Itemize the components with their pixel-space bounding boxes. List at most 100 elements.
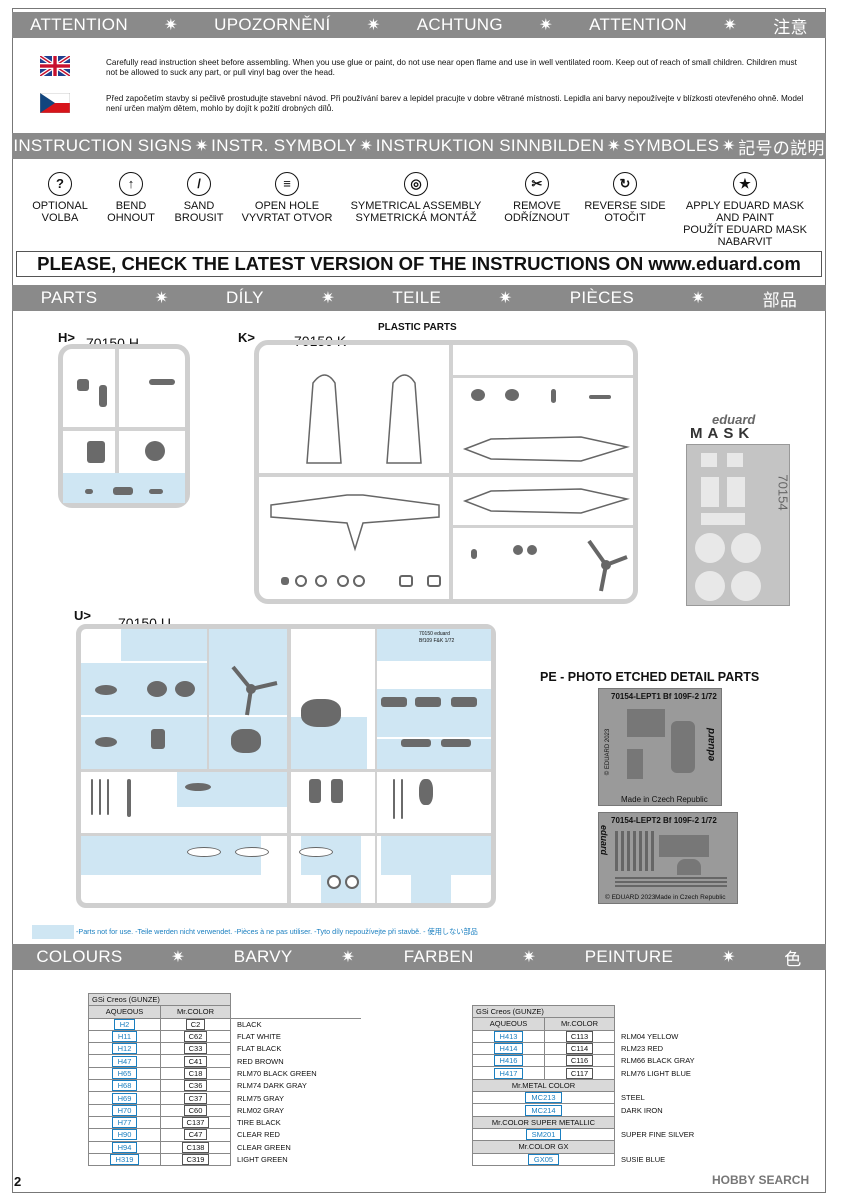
pe-sheet2-footer-right: Made in Czech Republic [655,894,726,901]
pe-sheet-1: 70154-LEPT1 Bf 109F-2 1/72 Made in Czech… [598,688,722,806]
colours-band: COLOURS✷ BARVY✷ FARBEN✷ PEINTURE✷ 色 [12,944,826,970]
sprue-k-label: K> [238,330,255,345]
aqueous-code: H417 [472,1066,545,1080]
star-icon: ✷ [498,290,513,307]
tail-fin-parts [306,374,422,464]
aqueous-code: H69 [88,1091,161,1105]
colour-name: RLM04 YELLOW [621,1031,679,1041]
star-icon: ✷ [366,17,381,34]
colour-name: STEEL [621,1093,645,1103]
colour-name: CLEAR GREEN [237,1142,291,1152]
star-icon: ✷ [723,17,737,34]
mask-title: MASK [690,425,755,442]
sprue-u-tag2: Bf109 F&K 1/72 [419,638,455,644]
sprue-h [58,344,190,508]
unused-parts-legend: -Parts not for use. -Teile werden nicht … [76,927,478,936]
signs-fr: SYMBOLES [623,136,720,155]
mrcolor-code: C41 [160,1054,231,1068]
star-icon: ✷ [321,290,335,307]
colours-en: COLOURS [36,947,123,966]
wing-part [270,494,440,552]
parts-cz: DÍLY [226,288,264,307]
pe-sheet1-code: 70154-LEPT1 Bf 109F-2 1/72 [611,692,717,701]
bend-icon: ↑ [119,172,143,196]
aqueous-code: H94 [88,1140,161,1154]
star-icon: ✷ [171,949,185,966]
colour-name: CLEAR RED [237,1130,280,1140]
colour-name: RLM66 BLACK GRAY [621,1056,695,1066]
cz-flag-icon [40,93,70,113]
mrcolor-code: C114 [544,1041,615,1056]
gunze-header: GSi Creos (GUNZE) [88,992,231,1007]
colour-code: GX05 [472,1152,615,1166]
colours-fr: PEINTURE [584,947,674,966]
aqueous-code: H70 [88,1103,161,1117]
star-icon: ✷ [154,290,169,307]
uk-flag-icon [40,56,70,76]
parts-fr: PIÈCES [569,288,634,307]
note-cz: Před započetím stavby si pečlivě prostud… [106,94,804,113]
star-icon: ✷ [164,17,178,34]
colour-name: BLACK [237,1019,262,1029]
page-border [12,8,826,1193]
mrcolor-code: C2 [160,1017,231,1031]
colour-name: LIGHT GREEN [237,1155,288,1164]
colour-code: MC214 [472,1103,615,1117]
signs-de: INSTRUKTION SINNBILDEN [375,136,605,155]
parts-band: PARTS✷ DÍLY✷ TEILE✷ PIÈCES✷ 部品 [12,285,826,311]
star-icon: ✷ [359,138,374,155]
sand-icon: / [187,172,211,196]
colour-code: MC213 [472,1091,615,1105]
star-icon: ✷ [691,290,706,307]
reverse-icon: ↻ [613,172,637,196]
sprue-h-label: H> [58,330,75,345]
star-icon: ✷ [539,17,553,34]
colour-row: GX05 SUSIE BLUE [472,1152,745,1166]
fuselage-right-part [462,488,630,514]
signs-cz: INSTR. SYMBOLY [211,136,357,155]
attention-de: ACHTUNG [416,15,503,34]
mask-code: 70154 [775,474,791,511]
star-icon: ✷ [721,138,736,155]
aqueous-code: H68 [88,1079,161,1093]
star-icon: ✷ [721,949,736,966]
colour-name: RLM70 BLACK GREEN [237,1068,317,1078]
sprue-u-tag: 70150 eduard [419,631,450,637]
pe-sheet1-brand: eduard [706,727,718,762]
remove-icon: ✂ [525,172,549,196]
mrcolor-code: C113 [544,1029,615,1043]
attention-fr: ATTENTION [589,15,687,34]
mrcolor-code: C62 [160,1029,231,1044]
colour-name: SUSIE BLUE [621,1154,666,1164]
plastic-parts-label: PLASTIC PARTS [378,322,457,333]
aqueous-code: H77 [88,1115,161,1130]
aqueous-code: H47 [88,1054,161,1068]
pe-title: PE - PHOTO ETCHED DETAIL PARTS [540,670,760,684]
pe-sheet2-brand: eduard [599,824,610,856]
watermark: HOBBY SEARCH [712,1173,810,1187]
mrcolor-code: C117 [544,1066,615,1080]
sprue-u-label: U> [74,608,91,623]
mrcolor-code: C319 [160,1152,231,1167]
star-icon: ✷ [341,949,355,966]
mrcolor-code: C37 [160,1091,231,1105]
colour-name: RLM74 DARK GRAY [237,1081,307,1091]
colour-name: SUPER FINE SILVER [621,1130,695,1140]
